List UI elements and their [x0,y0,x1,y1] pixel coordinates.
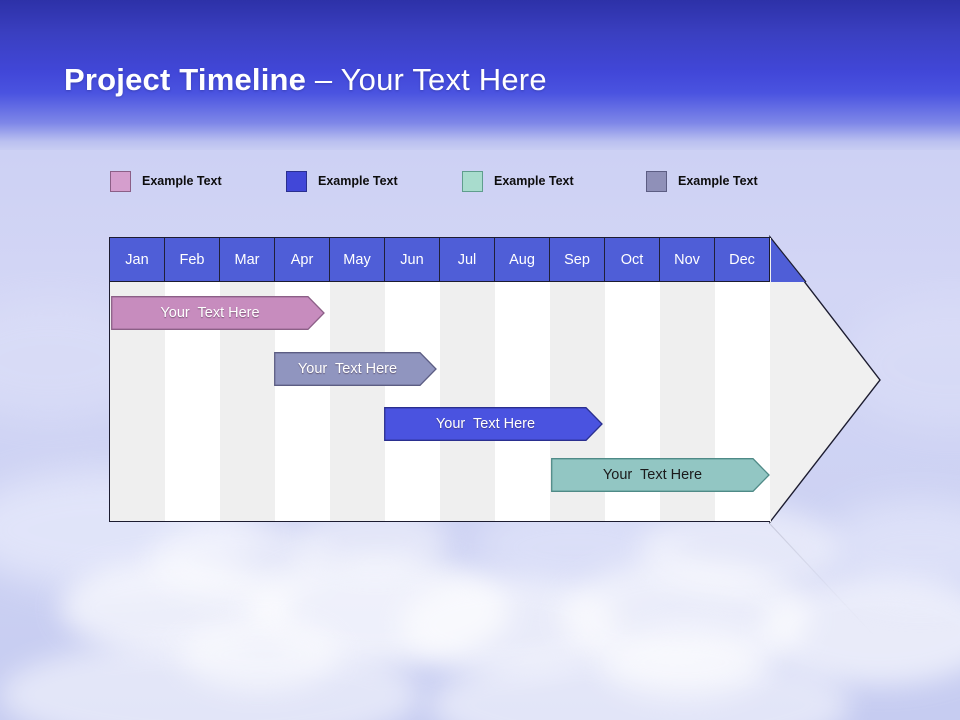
task-bar-4-shape [551,458,770,492]
month-cell-nov[interactable]: Nov [660,238,715,281]
legend-label-3: Example Text [494,174,574,188]
month-cell-dec[interactable]: Dec [715,238,769,281]
month-cell-apr[interactable]: Apr [275,238,330,281]
grid-column-jul [440,282,495,521]
task-bar-4-label: Your Text Here [602,467,703,483]
month-cell-jan[interactable]: Jan [110,238,165,281]
legend-item-3[interactable]: Example Text [462,168,574,194]
month-cell-jul[interactable]: Jul [440,238,495,281]
title-banner: Project Timeline – Your Text Here [0,0,960,150]
title-separator: – [306,62,341,97]
page-title: Project Timeline – Your Text Here [64,58,547,102]
grid-column-aug [495,282,550,521]
task-bar-2-label: Your Text Here [297,361,398,377]
legend-swatch-2 [286,170,307,192]
title-bold-part: Project Timeline [64,62,307,97]
legend-swatch-3 [462,170,483,192]
legend-swatch-1 [110,170,131,192]
grid-column-jun [385,282,440,521]
month-cell-oct[interactable]: Oct [605,238,660,281]
task-bar-2[interactable]: Your Text Here [274,352,437,386]
task-bar-4[interactable]: Your Text Here [551,458,770,492]
task-bar-1-label: Your Text Here [160,305,260,321]
grid-column-may [330,282,385,521]
month-cell-feb[interactable]: Feb [165,238,220,281]
legend-swatch-4 [646,170,667,192]
legend-item-2[interactable]: Example Text [286,168,398,194]
task-bar-3[interactable]: Your Text Here [384,407,603,441]
month-cell-sep[interactable]: Sep [550,238,605,281]
task-bar-1[interactable]: Your Text Here [111,296,325,330]
month-cell-mar[interactable]: Mar [220,238,275,281]
month-header-row: Jan Feb Mar Apr May Jun Jul Aug Sep Oct … [109,237,770,282]
month-cell-may[interactable]: May [330,238,385,281]
title-rest-part: Your Text Here [340,62,547,97]
month-cell-jun[interactable]: Jun [385,238,440,281]
task-bar-3-shape [384,407,603,441]
legend-item-4[interactable]: Example Text [646,168,758,194]
legend-label-4: Example Text [678,174,758,188]
legend: Example Text Example Text Example Text E… [0,168,960,198]
month-cell-aug[interactable]: Aug [495,238,550,281]
legend-item-1[interactable]: Example Text [110,168,222,194]
legend-label-2: Example Text [318,174,398,188]
task-bar-3-label: Your Text Here [435,416,536,432]
task-bar-1-shape [111,296,325,330]
legend-label-1: Example Text [142,174,222,188]
task-bar-2-shape [274,352,437,386]
